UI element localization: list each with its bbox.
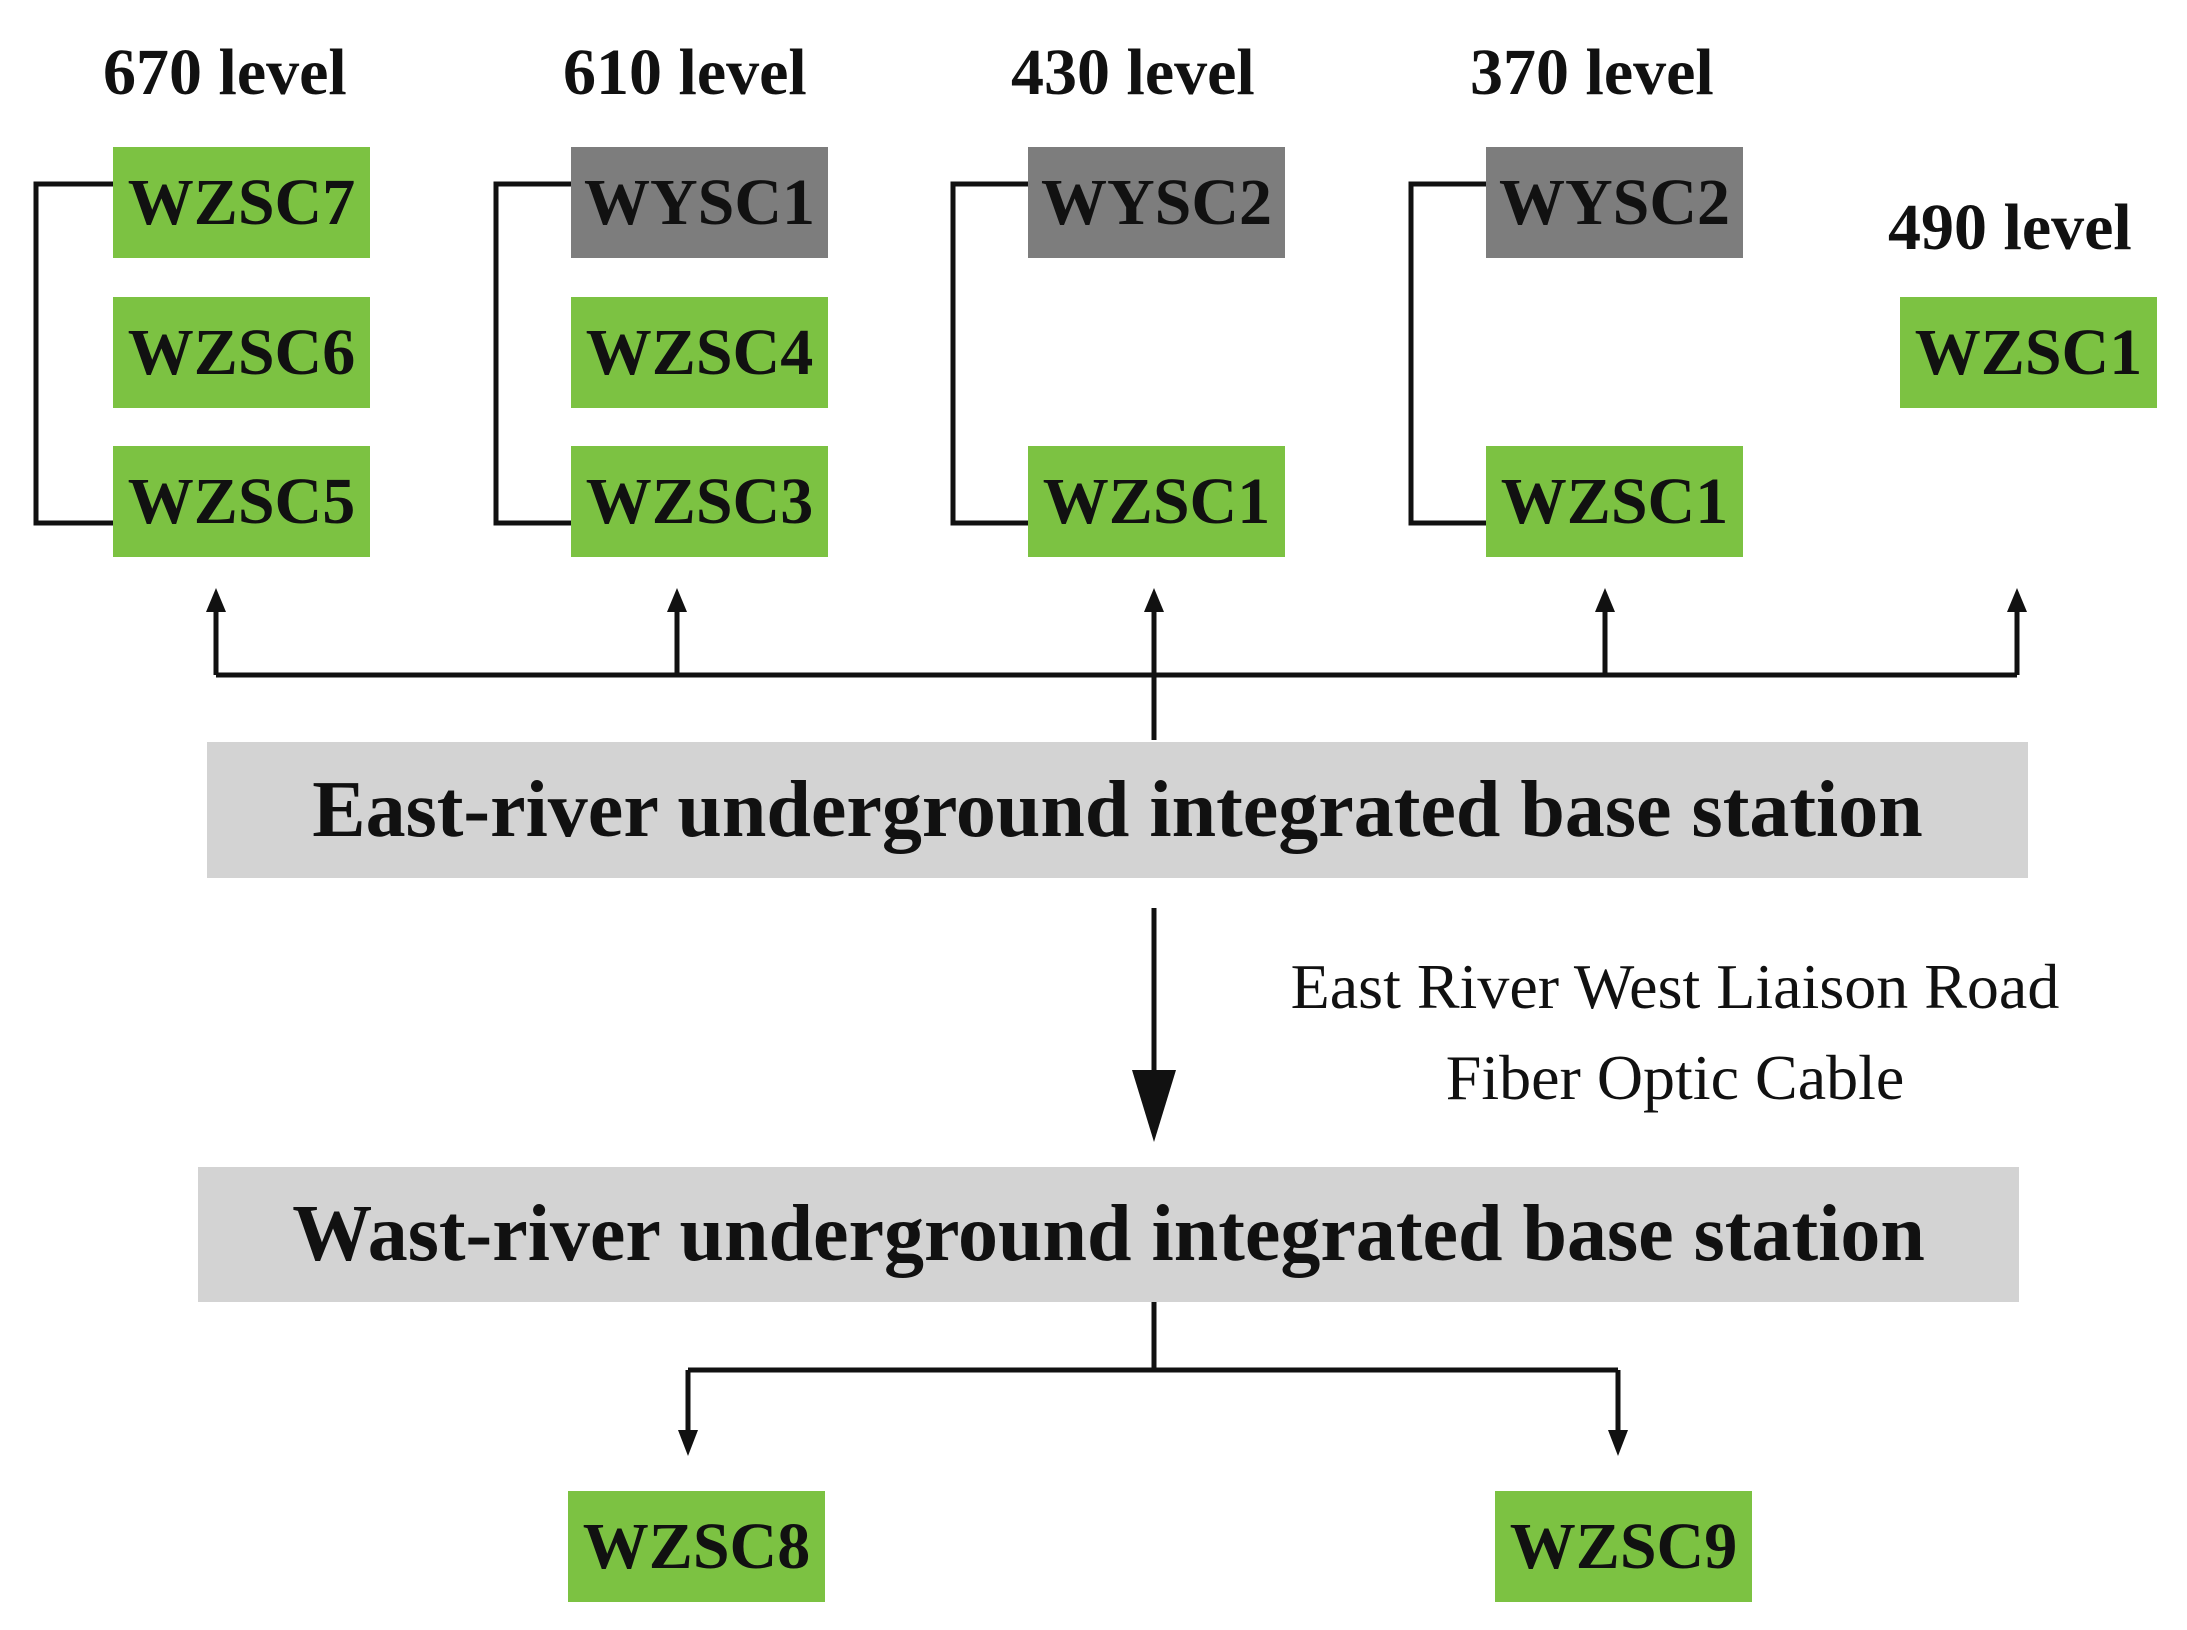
bracket-370 xyxy=(1408,181,1486,526)
station-box: WZSC1 xyxy=(1900,297,2157,408)
bracket-610 xyxy=(493,181,571,526)
level-label-670: 670 level xyxy=(103,36,347,109)
station-box: WZSC7 xyxy=(113,147,370,258)
station-box: WZSC3 xyxy=(571,446,828,557)
west-river-base-station: Wast-river underground integrated base s… xyxy=(198,1167,2019,1302)
station-box: WZSC8 xyxy=(568,1491,825,1602)
level-label-490: 490 level xyxy=(1888,191,2132,264)
bracket-670 xyxy=(33,181,113,526)
station-box: WYSC2 xyxy=(1486,147,1743,258)
east-river-base-station: East-river underground integrated base s… xyxy=(207,742,2028,878)
arrowhead-wzsc8 xyxy=(678,1430,698,1456)
level-label-370: 370 level xyxy=(1470,36,1714,109)
arrowhead-370 xyxy=(1595,588,1615,612)
arrowhead-670 xyxy=(206,588,226,612)
station-box: WZSC5 xyxy=(113,446,370,557)
arrowhead-wzsc9 xyxy=(1608,1430,1628,1456)
station-box: WZSC6 xyxy=(113,297,370,408)
station-box: WYSC1 xyxy=(571,147,828,258)
station-box: WZSC1 xyxy=(1486,446,1743,557)
cable-arrowhead xyxy=(1132,1070,1176,1142)
arrowhead-430 xyxy=(1144,588,1164,612)
station-box: WZSC9 xyxy=(1495,1491,1752,1602)
station-box: WZSC1 xyxy=(1028,446,1285,557)
fiber-cable-label-line1: East River West Liaison Road xyxy=(1290,951,2060,1022)
level-label-430: 430 level xyxy=(1011,36,1255,109)
fiber-cable-label: East River West Liaison Road Fiber Optic… xyxy=(1195,942,2155,1124)
arrowhead-490 xyxy=(2007,588,2027,612)
station-box: WYSC2 xyxy=(1028,147,1285,258)
station-box: WZSC4 xyxy=(571,297,828,408)
fiber-cable-label-line2: Fiber Optic Cable xyxy=(1445,1041,1905,1113)
level-label-610: 610 level xyxy=(563,36,807,109)
bracket-430 xyxy=(950,181,1028,526)
arrowhead-610 xyxy=(667,588,687,612)
